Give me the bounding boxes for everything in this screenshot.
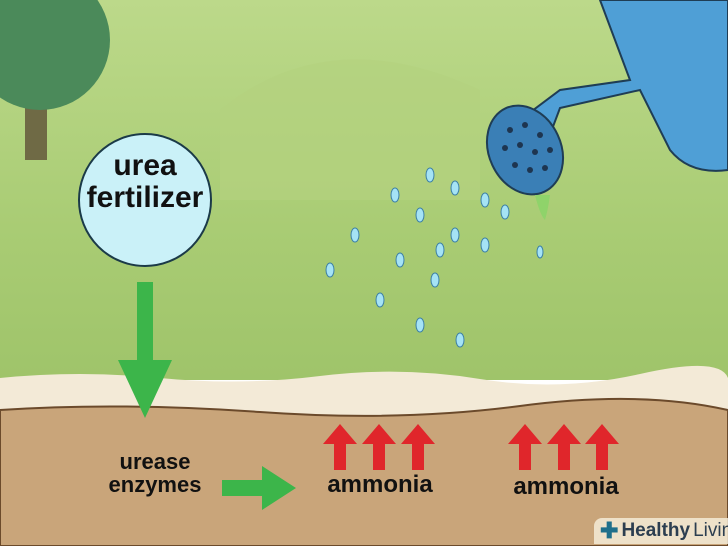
soil <box>0 397 728 546</box>
tree <box>0 0 110 160</box>
ammonia-label-right: ammonia <box>513 473 619 500</box>
down-arrow-icon <box>118 282 172 418</box>
brand-bold: Healthy <box>621 520 691 541</box>
urea-fertilizer-circle <box>78 133 212 267</box>
water-drops <box>325 167 544 348</box>
brand-light: Living <box>693 520 728 541</box>
label-line: urea <box>113 149 177 182</box>
urease-enzymes-label: urease enzymes <box>90 450 220 496</box>
cross-leaf-icon: ✚ <box>600 518 619 543</box>
ammonia-label-left: ammonia <box>327 471 433 498</box>
watering-can-icon <box>486 0 728 220</box>
hill <box>220 59 480 200</box>
ammonia-up-arrows-right <box>508 424 619 470</box>
label-line: fertilizer <box>86 180 204 214</box>
right-arrow-icon <box>222 466 296 510</box>
label-line: urease <box>119 449 191 474</box>
label-line: enzymes <box>108 472 202 498</box>
watermark-logo: ✚ Healthy Living <box>594 518 728 544</box>
ammonia-up-arrows-left <box>323 424 435 470</box>
urea-fertilizer-label: urea fertilizer <box>80 150 210 213</box>
